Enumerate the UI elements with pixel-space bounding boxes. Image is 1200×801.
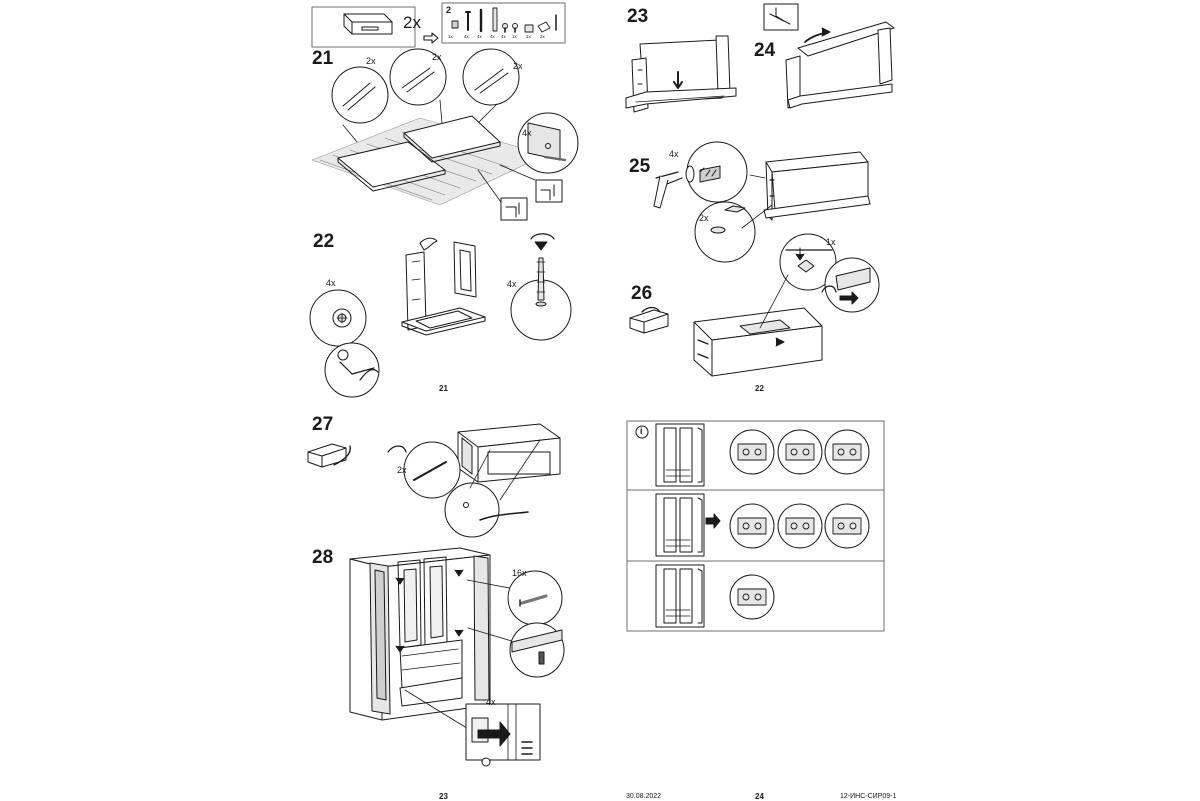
hardware-label: 1x bbox=[512, 34, 517, 39]
hardware-step-marker: 2 bbox=[446, 5, 452, 15]
hardware-label: 4x bbox=[501, 34, 506, 39]
count-label: 2x bbox=[513, 61, 523, 71]
step28-wardrobe bbox=[349, 547, 565, 767]
count-label: 1x bbox=[826, 237, 836, 247]
header-multiplier: 2x bbox=[403, 13, 421, 32]
count-label: 16x bbox=[512, 568, 527, 578]
page-number: 21 bbox=[439, 384, 448, 393]
footer-doc-code: 12-ИНС-СИР09-1 bbox=[840, 793, 897, 800]
info-wardrobe-row3 bbox=[655, 564, 705, 628]
step24-drawing bbox=[763, 3, 895, 109]
step22-drawing bbox=[309, 233, 572, 398]
count-label: 2x bbox=[397, 465, 407, 475]
page-number: 24 bbox=[755, 792, 764, 801]
hardware-label: 4x bbox=[464, 34, 469, 39]
step-number: 25 bbox=[629, 156, 651, 177]
hardware-label: 1x bbox=[448, 34, 453, 39]
info-wardrobe-row2 bbox=[655, 493, 705, 557]
count-label: 4x bbox=[669, 149, 679, 159]
hardware-label: 2x bbox=[540, 34, 545, 39]
hardware-label: 4x bbox=[490, 34, 495, 39]
count-label: 4x bbox=[522, 128, 532, 138]
step21-drawing bbox=[311, 48, 579, 221]
info-panel bbox=[626, 420, 885, 632]
step25-drawing bbox=[653, 141, 871, 263]
step27-drawing bbox=[307, 423, 561, 538]
info-symbol: i bbox=[640, 426, 643, 436]
count-label: 2x bbox=[432, 52, 442, 62]
footer-date: 30.08.2022 bbox=[626, 793, 662, 800]
header-drawer-box bbox=[311, 6, 416, 48]
count-label: 4x bbox=[326, 278, 336, 288]
step-number: 21 bbox=[312, 48, 334, 69]
arrow-right-icon bbox=[423, 32, 439, 44]
page-number: 22 bbox=[755, 384, 764, 393]
step26-drawing bbox=[629, 233, 880, 377]
info-icon bbox=[635, 425, 649, 439]
page-number: 23 bbox=[439, 792, 448, 801]
count-label: 2x bbox=[699, 213, 709, 223]
count-label: 4x bbox=[486, 697, 496, 707]
step-number: 28 bbox=[312, 547, 334, 568]
count-label: 2x bbox=[366, 56, 376, 66]
step-number: 24 bbox=[754, 40, 776, 61]
step-number: 23 bbox=[627, 6, 649, 27]
info-wardrobe-row1 bbox=[655, 423, 705, 487]
hardware-label: 1x bbox=[526, 34, 531, 39]
hardware-box bbox=[441, 2, 566, 44]
step-number: 26 bbox=[631, 283, 653, 304]
hardware-label: 4x bbox=[477, 34, 482, 39]
step-number: 27 bbox=[312, 414, 334, 435]
count-label: 4x bbox=[507, 279, 517, 289]
step23-drawing bbox=[625, 35, 737, 113]
step-number: 22 bbox=[313, 231, 335, 252]
